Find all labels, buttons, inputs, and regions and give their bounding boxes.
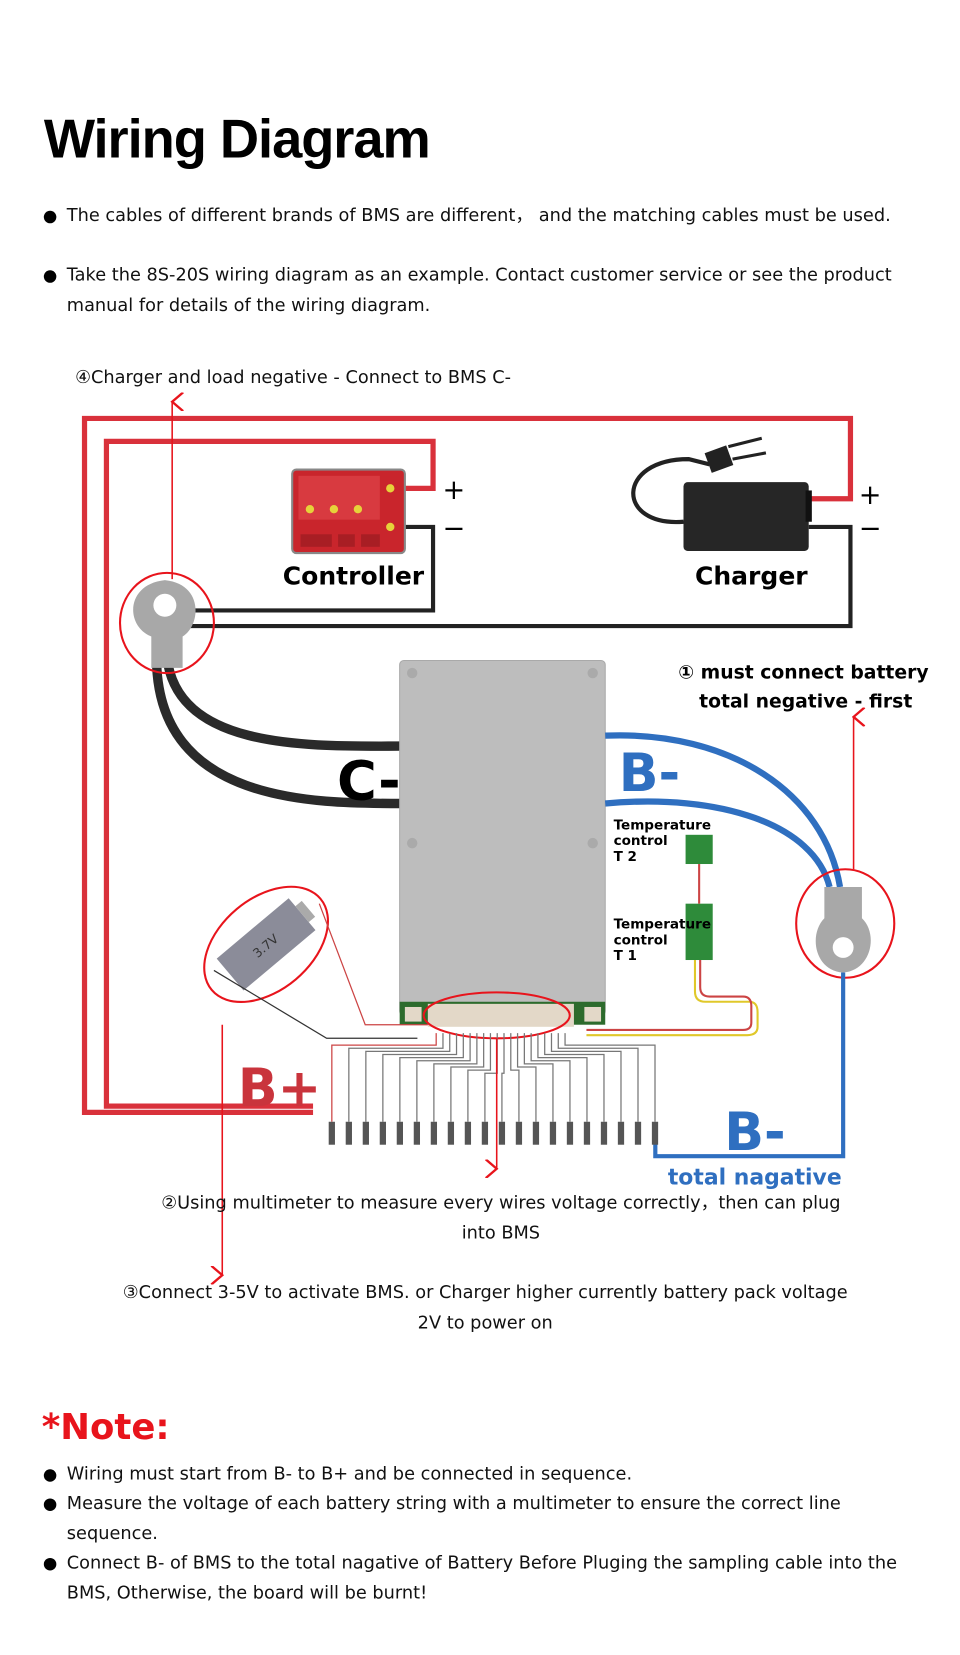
c-minus-cable <box>151 657 402 809</box>
step3-annotation: ③Connect 3-5V to activate BMS. or Charge… <box>122 1282 848 1334</box>
controller-label: Controller <box>283 561 425 590</box>
step2-annotation: ②Using multimeter to measure every wires… <box>161 1192 841 1244</box>
cell-terminal-icon <box>345 1121 352 1145</box>
sampling-wire <box>530 1033 571 1122</box>
cell-terminal-icon <box>634 1121 642 1145</box>
red-wire-controller-positive <box>103 438 436 1109</box>
highlight-circle <box>118 571 215 675</box>
temperature-sensor-t2-icon <box>685 834 713 865</box>
b-minus-label: B- <box>619 744 680 804</box>
sampling-wire <box>399 1033 464 1122</box>
note-bullet: Measure the voltage of each battery stri… <box>43 1489 910 1548</box>
bms-board-icon <box>399 660 606 1027</box>
red-wire-charger-positive <box>81 415 854 1115</box>
sampling-wire <box>450 1033 485 1122</box>
sampling-wire <box>433 1033 478 1122</box>
highlight-circle <box>203 885 329 1004</box>
step1-annotation-line2: total negative - first <box>699 691 912 712</box>
step1-annotation-line1: ① must connect battery <box>678 662 928 683</box>
bullet-icon <box>43 210 57 224</box>
cell-terminal-icon <box>447 1121 455 1145</box>
b-minus-total-label: B- <box>724 1103 785 1163</box>
cell-terminal-icon <box>481 1121 489 1145</box>
cell-terminal-icon <box>396 1121 403 1145</box>
sampling-wire <box>510 1033 520 1122</box>
temperature-sensor-t1-icon <box>685 903 713 961</box>
cell-terminal-icon <box>583 1121 591 1145</box>
bullet-icon <box>43 1498 57 1511</box>
b-minus-total-wire <box>653 972 846 1159</box>
cell-terminal-icon <box>617 1121 625 1145</box>
sampling-wire <box>544 1033 605 1122</box>
cell-terminal-icon <box>600 1121 608 1145</box>
cell-terminal-icon <box>532 1121 540 1145</box>
cell-terminal-icon <box>430 1121 438 1145</box>
sampling-wire <box>467 1033 492 1122</box>
b-plus-label: B+ <box>238 1059 321 1119</box>
cell-terminal-icon <box>498 1121 506 1145</box>
charger-label: Charger <box>695 561 808 590</box>
note-bullet: Connect B- of BMS to the total nagative … <box>43 1549 910 1608</box>
intro-bullet: The cables of different brands of BMS ar… <box>43 201 910 231</box>
cell-terminal-icon <box>549 1121 557 1145</box>
cell-terminal-icon <box>464 1121 472 1145</box>
intro-bullet: Take the 8S-20S wiring diagram as an exa… <box>43 261 910 320</box>
bullet-icon <box>43 1557 57 1571</box>
sampling-wire <box>501 1033 505 1122</box>
charger-icon <box>631 436 812 551</box>
sampling-harness <box>328 1033 659 1145</box>
note-bullet: Wiring must start from B- to B+ and be c… <box>43 1460 910 1490</box>
sampling-wire <box>537 1033 588 1122</box>
step4-annotation: ④Charger and load negative - Connect to … <box>75 367 512 389</box>
sampling-wire <box>557 1033 639 1122</box>
b-minus-cable <box>604 798 833 888</box>
sampling-wire <box>550 1033 622 1122</box>
c-minus-cable <box>162 656 402 751</box>
black-wire-controller-negative <box>182 524 436 613</box>
bullet-icon <box>43 1469 57 1482</box>
charger-plus: + <box>859 480 882 511</box>
sampling-wire <box>416 1033 471 1122</box>
cell-terminal-icon <box>379 1121 386 1145</box>
cell-terminal-icon <box>651 1121 659 1145</box>
cell-terminal-icon <box>566 1121 574 1145</box>
sampling-wire <box>382 1033 458 1122</box>
black-wire-charger-negative <box>182 524 853 629</box>
cell-terminal-icon <box>362 1121 369 1145</box>
battery-cell-icon: 3.7V <box>216 898 316 991</box>
c-minus-label: C- <box>337 749 401 812</box>
note-heading: *Note: <box>41 1406 170 1449</box>
cell-terminal-icon <box>515 1121 523 1145</box>
page-title: Wiring Diagram <box>43 109 431 171</box>
controller-icon <box>291 468 406 555</box>
controller-minus: − <box>442 513 465 544</box>
total-negative-label: total nagative <box>668 1165 842 1190</box>
ring-terminal-icon <box>133 580 196 668</box>
sampling-wire <box>331 1033 437 1122</box>
controller-plus: + <box>442 475 465 506</box>
cell-terminal-icon <box>413 1121 421 1145</box>
sampling-wire <box>564 1033 656 1122</box>
sampling-wire <box>516 1033 537 1122</box>
cell-terminal-icon <box>328 1121 335 1145</box>
sampling-wire <box>348 1033 444 1122</box>
ring-terminal-icon <box>815 886 871 973</box>
b-minus-cable <box>605 732 844 888</box>
sampling-wire <box>365 1033 451 1122</box>
charger-minus: − <box>859 513 882 544</box>
bullet-icon <box>43 270 57 283</box>
sampling-wire <box>523 1033 554 1122</box>
